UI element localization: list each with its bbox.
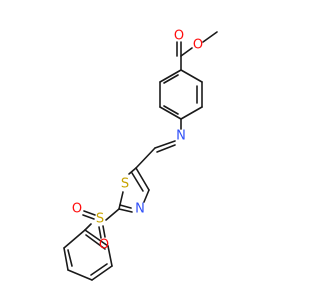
bond-lines [63,31,218,281]
bond-c2-sulfonyl [105,208,120,221]
bond-s-phenyl [84,223,92,231]
atom-sulfonyl-oxygen-left: O [72,202,82,217]
bond-thiazole-s-c5 [128,167,137,175]
bond-ring2-b [107,245,113,267]
atom-imine-nitrogen: N [176,129,186,144]
bond-ring1-inner-b [163,105,179,115]
bond-methyl-o [202,31,218,43]
bond-ring2-e [63,247,69,271]
bond-so-bottom-b [102,225,106,238]
atom-sulfonyl-oxygen-bottom: O [99,238,109,253]
bond-ring1-f [159,69,182,83]
bond-thiazole-c5-c4 [135,167,150,191]
bond-o-carbonyl-c [180,47,193,57]
molecule-structure: O O N S N S O O [63,29,218,281]
bond-ring2-f [63,229,86,249]
bond-thiazole-c2-s [118,191,124,210]
bond-ring1-d [159,106,182,120]
bond-thiazole-n-c2-a [118,208,133,213]
bond-ring1-c [180,106,203,120]
atom-carbonyl-oxygen: O [174,29,184,44]
atom-thiazole-nitrogen: N [135,202,145,217]
bond-ring2-c [91,265,113,281]
structure-drawing: O O N S N S O O [63,29,218,281]
bond-so-left-a [83,210,96,216]
bond-imine-b [156,144,176,153]
bond-ring2-a [84,229,109,247]
bond-thiazole-c4-n [143,189,150,203]
bond-ring2-inner-c [67,249,73,267]
atom-labels: O O N S N S O O [72,29,203,253]
bond-ring1-inner-c [163,74,179,84]
bond-ring2-d [67,269,93,281]
bond-ring1-a [180,69,203,83]
bond-imine-a [154,140,176,149]
bond-so-bottom-a [98,226,102,239]
atom-thiazole-sulfur: S [121,177,129,192]
atom-sulfonyl-sulfur: S [96,212,104,227]
bond-thiazole-c5-c4-inner [131,172,144,192]
bond-thiazole-n-c2-b [119,204,132,209]
atom-ester-oxygen: O [193,38,203,53]
bond-ch-thiazole [135,147,156,169]
bond-ring2-inner-a [85,234,106,250]
bond-ring2-inner-b [90,263,108,276]
bond-so-left-b [82,214,95,220]
